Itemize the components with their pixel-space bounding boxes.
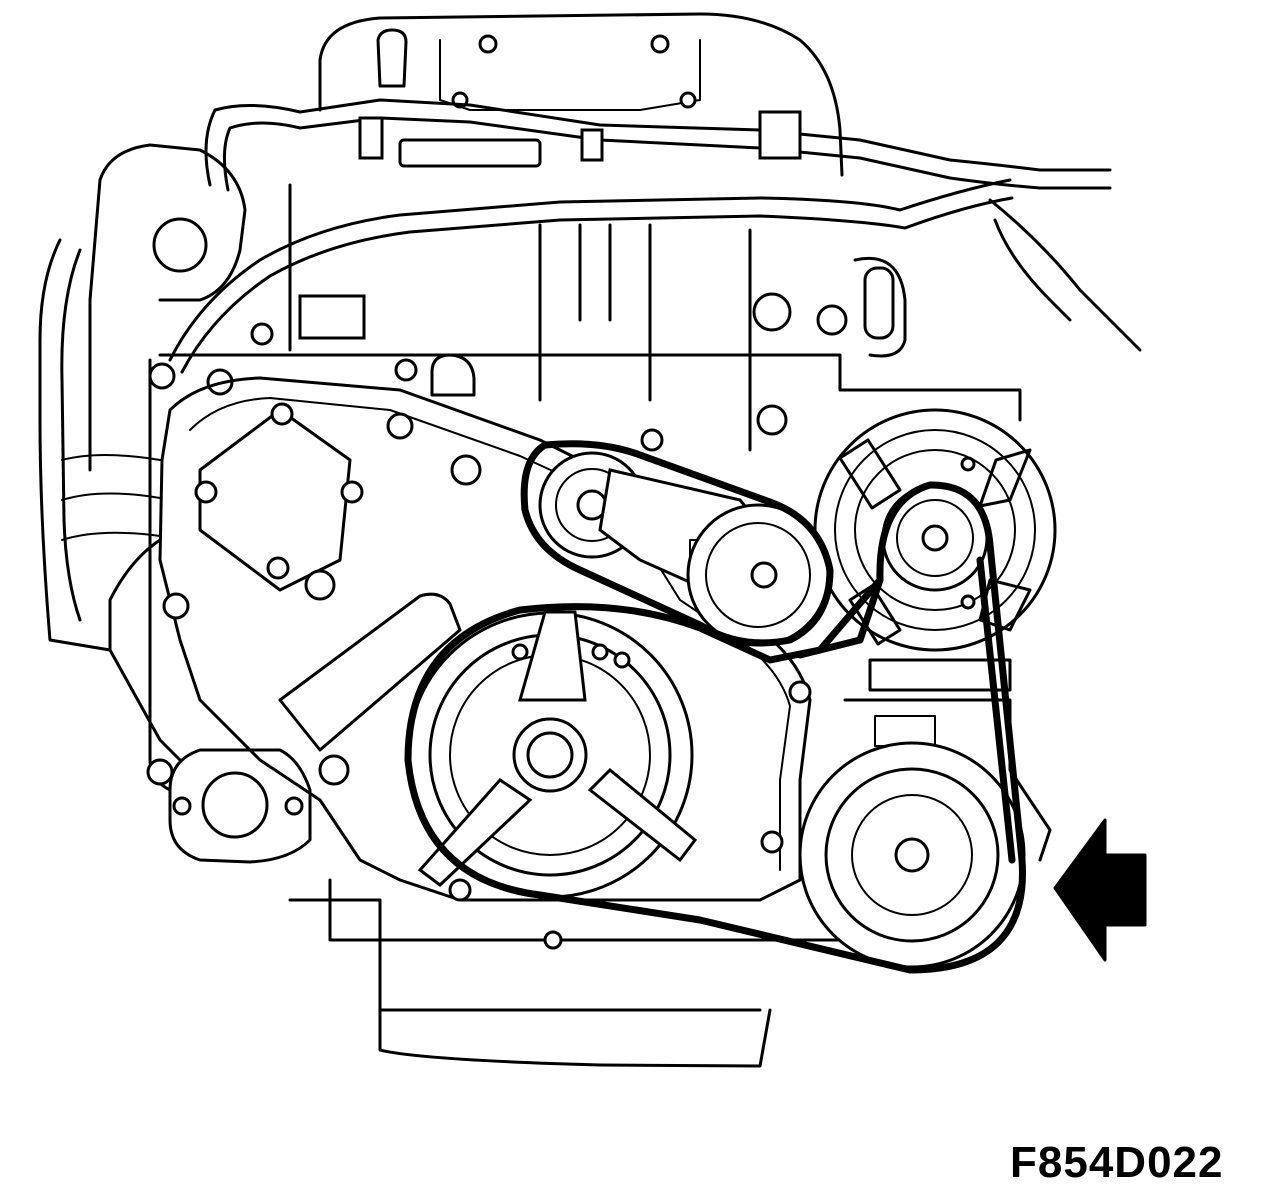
turbo-housing <box>38 143 247 652</box>
drive-belt <box>404 440 1026 974</box>
alternator-pulley <box>798 741 1026 969</box>
hoses-and-pipes <box>168 98 1142 374</box>
sensor-housing <box>108 592 462 786</box>
arrow-left-icon <box>1053 818 1147 962</box>
ac-compressor <box>756 404 1057 652</box>
thermostat-housing <box>146 748 312 864</box>
crankshaft-pulley <box>406 610 812 950</box>
engine-block <box>148 183 1022 1068</box>
valve-cover <box>318 12 844 177</box>
belt-tensioner <box>598 468 830 647</box>
figure-code: F854D022 <box>1010 1138 1224 1187</box>
